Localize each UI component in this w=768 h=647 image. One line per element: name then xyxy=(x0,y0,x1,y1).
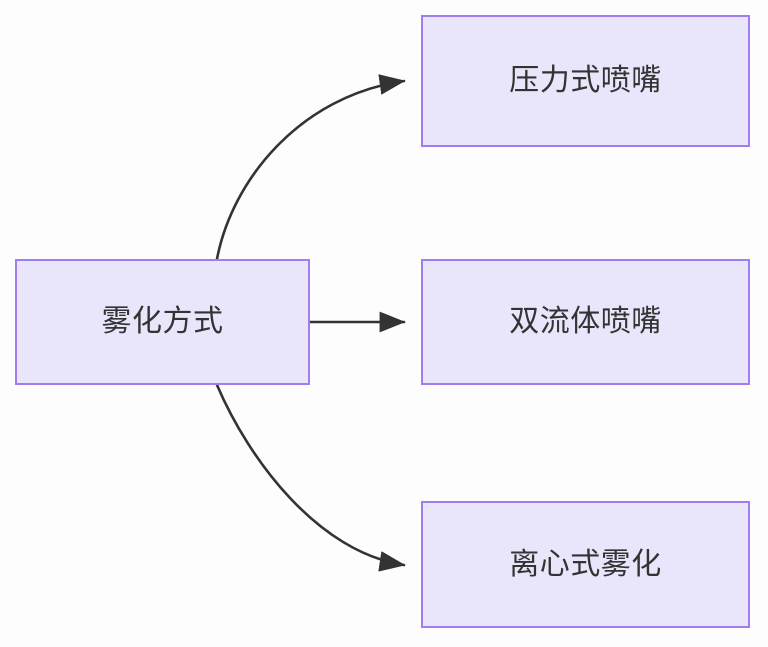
node-twin-fluid-nozzle[interactable]: 双流体喷嘴 xyxy=(421,259,750,385)
node-pressure-nozzle-label: 压力式喷嘴 xyxy=(509,64,662,97)
node-root[interactable]: 雾化方式 xyxy=(15,259,310,385)
edge-root-to-pressure-nozzle xyxy=(215,74,406,261)
node-pressure-nozzle[interactable]: 压力式喷嘴 xyxy=(421,15,750,147)
node-centrifugal-atomization-label: 离心式雾化 xyxy=(509,547,662,581)
node-centrifugal-atomization[interactable]: 离心式雾化 xyxy=(421,501,750,628)
edge-root-to-centrifugal-atomization xyxy=(215,383,406,572)
node-root-label: 雾化方式 xyxy=(101,305,224,338)
node-twin-fluid-nozzle-label: 双流体喷嘴 xyxy=(509,305,662,338)
